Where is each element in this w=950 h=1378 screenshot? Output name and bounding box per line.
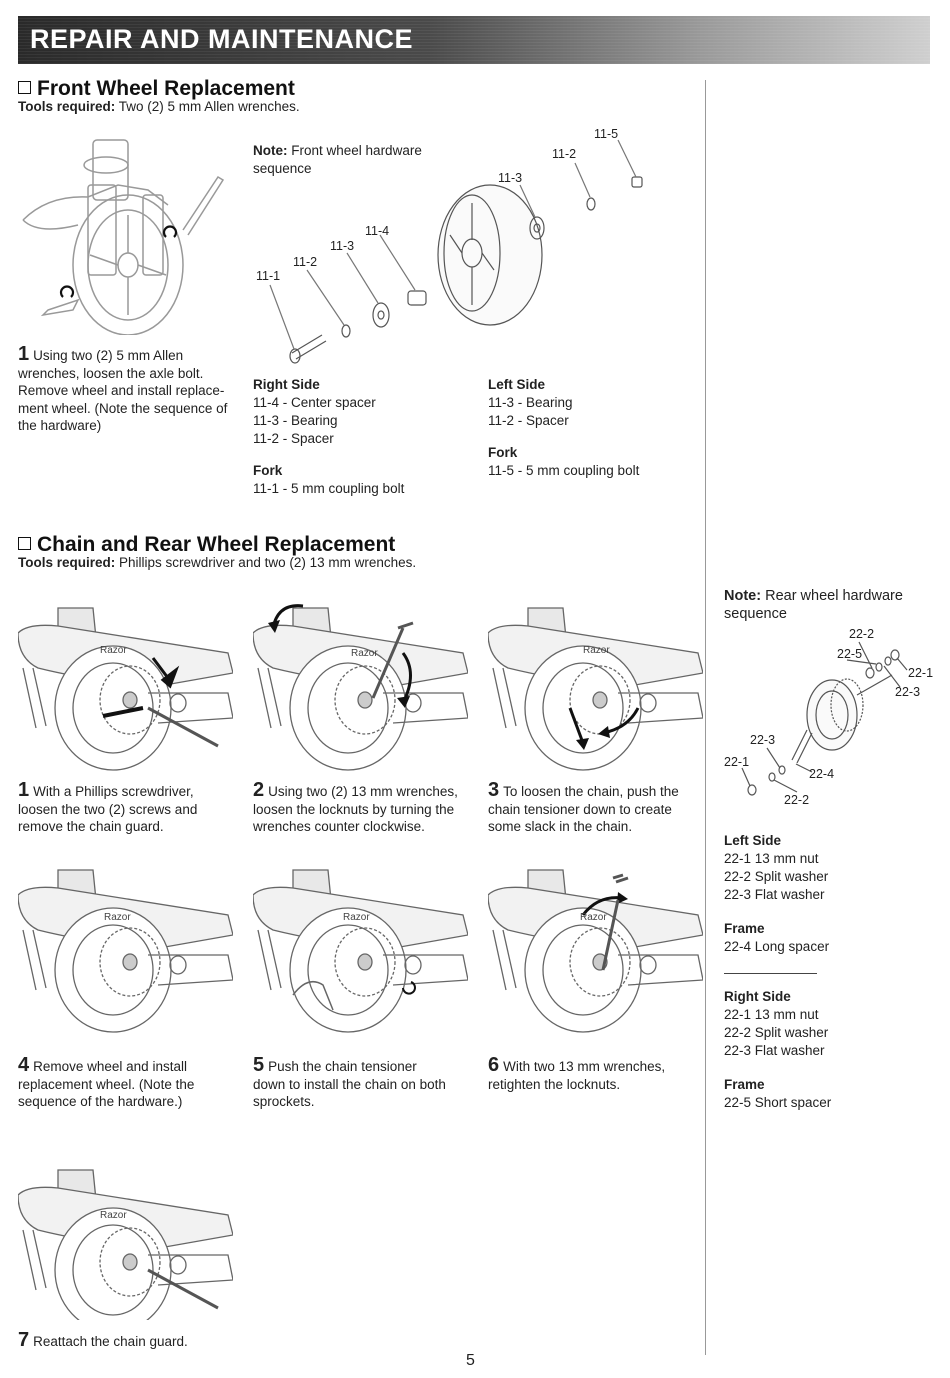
front-section-title: Front Wheel Replacement bbox=[18, 77, 295, 101]
checkbox-icon bbox=[18, 81, 31, 94]
rear-step-3-illustration: Razor bbox=[488, 607, 703, 771]
callout-22-2-left: 22-2 bbox=[784, 793, 810, 807]
callout-11-3-left: 11-3 bbox=[330, 239, 355, 253]
callout-11-4: 11-4 bbox=[365, 224, 390, 238]
brand-logo-text: Razor bbox=[583, 645, 610, 656]
rear-hardware-exploded-view bbox=[741, 641, 908, 796]
callout-11-5: 11-5 bbox=[594, 127, 619, 141]
callout-22-5: 22-5 bbox=[837, 647, 863, 661]
rear-step-7-illustration: Razor bbox=[18, 1169, 233, 1320]
brand-logo-text: Razor bbox=[100, 645, 127, 656]
rear-right-side-list: Right Side 22-1 13 mm nut 22-2 Split was… bbox=[724, 989, 829, 1058]
front-hardware-exploded-view bbox=[269, 139, 643, 364]
callout-11-2-left: 11-2 bbox=[293, 255, 318, 269]
page-title: REPAIR AND MAINTENANCE bbox=[30, 24, 414, 54]
brand-logo-text: Razor bbox=[104, 912, 131, 923]
callout-22-3-left: 22-3 bbox=[750, 733, 776, 747]
callout-22-2-right: 22-2 bbox=[849, 627, 875, 641]
front-tools-required: Tools required: Two (2) 5 mm Allen wrenc… bbox=[18, 99, 300, 114]
checkbox-icon bbox=[18, 537, 31, 550]
rear-tools-required: Tools required: Phillips screwdriver and… bbox=[18, 555, 417, 570]
rear-left-side-list: Left Side 22-1 13 mm nut 22-2 Split wash… bbox=[724, 833, 829, 902]
rear-step-4-illustration: Razor bbox=[18, 869, 233, 1033]
brand-logo-text: Razor bbox=[100, 1210, 127, 1221]
callout-11-1: 11-1 bbox=[256, 269, 281, 283]
rear-step-2-illustration: Razor bbox=[253, 604, 468, 771]
front-left-side-list: Left Side 11-3 - Bearing 11-2 - Spacer bbox=[488, 377, 573, 428]
brand-logo-text: Razor bbox=[343, 912, 370, 923]
separator-line bbox=[724, 973, 817, 974]
brand-logo-text: Razor bbox=[580, 912, 607, 923]
front-right-side-list: Right Side 11-4 - Center spacer 11-3 - B… bbox=[253, 377, 376, 446]
brand-logo-text: Razor bbox=[351, 648, 378, 659]
callout-22-1-right: 22-1 bbox=[908, 666, 934, 680]
rear-step-6-illustration: Razor bbox=[488, 869, 703, 1033]
column-divider bbox=[705, 80, 706, 1355]
callout-11-3-right: 11-3 bbox=[498, 171, 523, 185]
rear-step-1-illustration: Razor bbox=[18, 607, 233, 771]
callout-22-4: 22-4 bbox=[809, 767, 835, 781]
callout-11-2-right: 11-2 bbox=[552, 147, 577, 161]
header-banner: REPAIR AND MAINTENANCE bbox=[18, 16, 930, 64]
front-wheel-illustration bbox=[22, 139, 225, 335]
rear-frame-short-list: Frame 22-5 Short spacer bbox=[724, 1077, 832, 1110]
rear-frame-long-list: Frame 22-4 Long spacer bbox=[724, 921, 830, 954]
front-fork-left-list: Fork 11-5 - 5 mm coupling bolt bbox=[488, 445, 640, 478]
rear-section-title: Chain and Rear Wheel Replacement bbox=[18, 533, 395, 557]
front-fork-right-list: Fork 11-1 - 5 mm coupling bolt bbox=[253, 463, 405, 496]
callout-22-1-left: 22-1 bbox=[724, 755, 750, 769]
page-number: 5 bbox=[466, 1352, 475, 1369]
rear-note: Note: Rear wheel hardware sequence bbox=[724, 588, 903, 622]
front-note: Note: Front wheel hardware sequence bbox=[253, 143, 422, 176]
rear-step-5-illustration: Razor bbox=[253, 869, 468, 1033]
header-texture bbox=[18, 16, 930, 64]
callout-22-3-right: 22-3 bbox=[895, 685, 921, 699]
